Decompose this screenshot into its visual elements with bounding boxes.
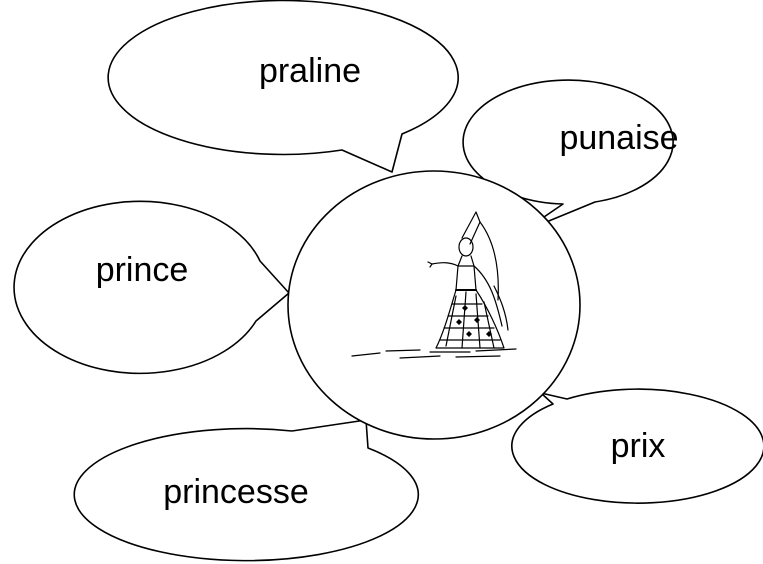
bubble-princesse: princesse [73, 419, 420, 562]
bubble-praline: praline [107, 0, 459, 173]
speech-bubble-princesse [73, 419, 420, 562]
bubble-prix: prix [511, 388, 763, 504]
word-punaise: punaise [559, 119, 678, 157]
princess-icon [351, 211, 517, 359]
speech-bubble-praline [107, 0, 459, 173]
word-princesse: princesse [163, 473, 309, 511]
word-praline: praline [259, 52, 361, 90]
speech-bubble-prix [511, 388, 763, 504]
bubble-prince: prince [13, 200, 290, 375]
speech-bubble-prince [13, 200, 290, 375]
word-prix: prix [611, 427, 666, 465]
word-prince: prince [96, 251, 189, 289]
center-circle [287, 170, 581, 440]
